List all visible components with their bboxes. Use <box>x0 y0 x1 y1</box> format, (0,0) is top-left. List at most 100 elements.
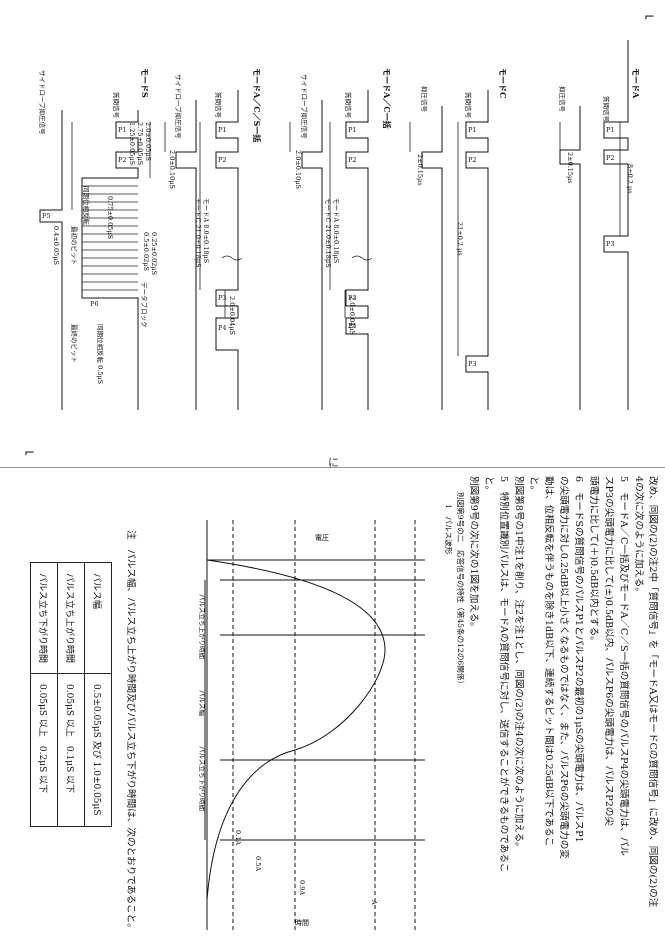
pulse-curve <box>206 559 386 901</box>
c-p3: P3 <box>468 360 477 368</box>
level-05A: 0.5A <box>254 856 262 872</box>
page-center-mark: に <box>328 456 339 469</box>
rise-time-label: パルス立ち上がり時間 <box>198 594 206 659</box>
s-last-bit-label: 最終のビット <box>70 324 78 363</box>
figure-title: 別図第9号の二 応答信号の特性（第45条の12の6関係） <box>456 492 465 689</box>
data-block-hatch <box>82 185 138 291</box>
text-line-1: 改め、同図の(2)の注2中「質問信号」を「モードA又はモードCの質問信号」に改め… <box>647 476 658 908</box>
s-p1: P1 <box>118 126 127 134</box>
acs-p1: P1 <box>218 126 227 134</box>
s-interval-025: 0.25±0.02μS <box>150 232 158 276</box>
spec-value: 0.05μS 以上 0.2μS 以下 <box>30 673 58 827</box>
acs-p4-interval: 2.0±0.04μS <box>228 296 236 335</box>
text-line-11: 5 特別位置識別パルスは、モードAの質問信号に対し、送信することができるものであ… <box>498 476 509 873</box>
level-09A: 0.9A <box>298 880 306 896</box>
s-p2: P2 <box>118 156 127 164</box>
text-line-6: 6 モードSの質問信号のパルスP1とパルスP2の最初の1μSの尖頭電力は、パルス… <box>573 476 584 843</box>
text-line-10: 別図第8号の1中注1を削り、注2を注1とし、同図の(2)の注4の次に次のように加… <box>513 476 524 852</box>
a-interval-2: 2±0.15μs <box>566 152 574 184</box>
spec-name: パルス立ち上がり時間 <box>57 562 85 674</box>
s-sync-label: 同期位相反転 0.5μS <box>96 324 104 385</box>
mode-ac-sup <box>301 100 323 410</box>
mode-s-waveform <box>81 110 139 410</box>
ac-p3: P3 <box>348 294 357 302</box>
spec-note: 注 パルス幅、パルス立ち上がり時間及びパルス立ち下がり時間は、次のとおりであるこ… <box>125 530 136 933</box>
s-interval-125: 1.25±0.05μS <box>128 122 136 166</box>
spec-name: パルス立ち下がり時間 <box>30 562 58 674</box>
s-p6: P6 <box>90 300 99 308</box>
a-question-label: 質問信号 <box>602 96 610 122</box>
mode-ac-waveform <box>345 90 369 410</box>
ac-p2: P2 <box>348 156 357 164</box>
acs-p2: P2 <box>218 156 227 164</box>
acs-mode-c-value: モードC 21.0±0.18μS <box>194 198 202 268</box>
s-p5: P5 <box>42 212 51 220</box>
mode-s-label: モードS <box>140 68 150 98</box>
mode-s-sup <box>39 110 63 410</box>
text-line-7: の尖頭電力に対し0.25dB以上小さくなるものではなく、また、パルスP6の尖頭電… <box>558 476 569 859</box>
s-interval-075: 0.75±0.05μS <box>106 196 114 240</box>
text-line-8: 動は、位相反転を伴うものを除き1dB以下、連続するビット間は0.25dB以下であ… <box>543 476 554 847</box>
text-line-9: と。 <box>528 476 539 496</box>
text-line-4: スP3の尖頭電力に比して(±)0.5dB以内、パルスP6の尖頭電力は、パルスP2… <box>603 476 614 826</box>
pulse-width-label: パルス幅 <box>198 690 206 716</box>
a-sup-label: 抑圧信号 <box>558 86 566 112</box>
acs-question-label: 質問信号 <box>214 92 222 118</box>
c-p2: P2 <box>468 156 477 164</box>
s-interval-05: 0.5±0.02μS <box>142 232 150 271</box>
s-interval-275: 2.75±0.05μS <box>136 122 144 166</box>
fall-time-label: パルス立ち下がり時間 <box>198 746 206 811</box>
s-chip-label: 0.4±0.05μS <box>52 226 60 265</box>
ac-p4-interval: 2.0±0.04μS <box>348 296 356 335</box>
s-question-label: 質問信号 <box>112 92 120 118</box>
a-p1: P1 <box>606 126 615 134</box>
mode-acs-sup <box>175 100 197 410</box>
s-phase-label: 同期位相反転 <box>82 186 90 225</box>
mode-c-sup <box>421 106 443 410</box>
mode-c-waveform <box>465 90 489 410</box>
text-line-5: 頭電力に比して(＋)0.5dB以内とする。 <box>588 476 599 646</box>
table-row: パルス立ち下がり時間 0.05μS 以上 0.2μS 以下 <box>30 562 58 827</box>
s-sup-label: サイドローブ抑圧信号 <box>38 70 46 135</box>
mode-acs-label: モードA／C／S一括 <box>252 68 262 143</box>
half-divider <box>0 467 665 468</box>
c-p1: P1 <box>468 126 477 134</box>
a-p3: P3 <box>606 240 615 248</box>
level-01A: 0.1A <box>234 830 242 846</box>
spec-name: パルス幅 <box>84 562 112 674</box>
table-row: パルス立ち上がり時間 0.05μS 以上 0.1μS 以下 <box>57 562 85 827</box>
timing-diagram <box>39 40 629 410</box>
ac-p1: P1 <box>348 126 357 134</box>
acs-p4: P4 <box>218 324 227 332</box>
text-line-12: と。 <box>483 476 494 496</box>
mode-c-label: モードC <box>498 68 508 99</box>
level-A: A <box>370 900 378 905</box>
pulse-waveform-figure: 電圧 時間 <box>204 520 425 930</box>
a-interval-8: 8±0.2 μs <box>626 164 634 194</box>
ac-mode-c-value: モードC 21.0±0.18μS <box>324 198 332 268</box>
ac-p4: P4 <box>348 322 357 330</box>
a-p2: P2 <box>606 154 615 162</box>
text-line-13: 別図第9号の次に次の1図を加える。 <box>468 476 479 632</box>
c-sup-label: 抑圧信号 <box>420 86 428 112</box>
x-axis-label: 時間 <box>295 919 309 927</box>
text-line-3: 5 モードA／C一括及びモードA／C／S一括の質問信号のパルスP4の尖頭電力は、… <box>618 476 629 856</box>
table-row: パルス幅 0.5±0.05μS 及び 1.0±0.05μS <box>84 562 112 827</box>
s-data-block-label: データブロック <box>140 282 148 328</box>
corner-mark-bottom: ⌐ <box>24 446 35 461</box>
c-interval-2: 2±0.15μs <box>416 154 424 186</box>
mode-ac-label: モードA／C一括 <box>382 68 392 129</box>
s-first-bit-label: 最初のビット <box>70 226 78 265</box>
mode-a-sup <box>559 106 581 410</box>
y-axis-label: 電圧 <box>315 534 329 542</box>
ac-question-label: 質問信号 <box>344 92 352 118</box>
mode-a-label: モードA <box>631 68 641 99</box>
s-interval-2: 2.0±0.05μS <box>144 122 152 161</box>
acs-interval-2: 2.0±0.10μS <box>168 150 176 189</box>
text-line-2: 4の次に次のように加える。 <box>633 476 644 597</box>
spec-value: 0.05μS 以上 0.1μS 以下 <box>57 673 85 827</box>
ac-interval-2: 2.0±0.10μS <box>294 150 302 189</box>
corner-mark: ⌐ <box>644 10 655 25</box>
ac-sup-label: サイドローブ抑圧信号 <box>300 74 308 139</box>
